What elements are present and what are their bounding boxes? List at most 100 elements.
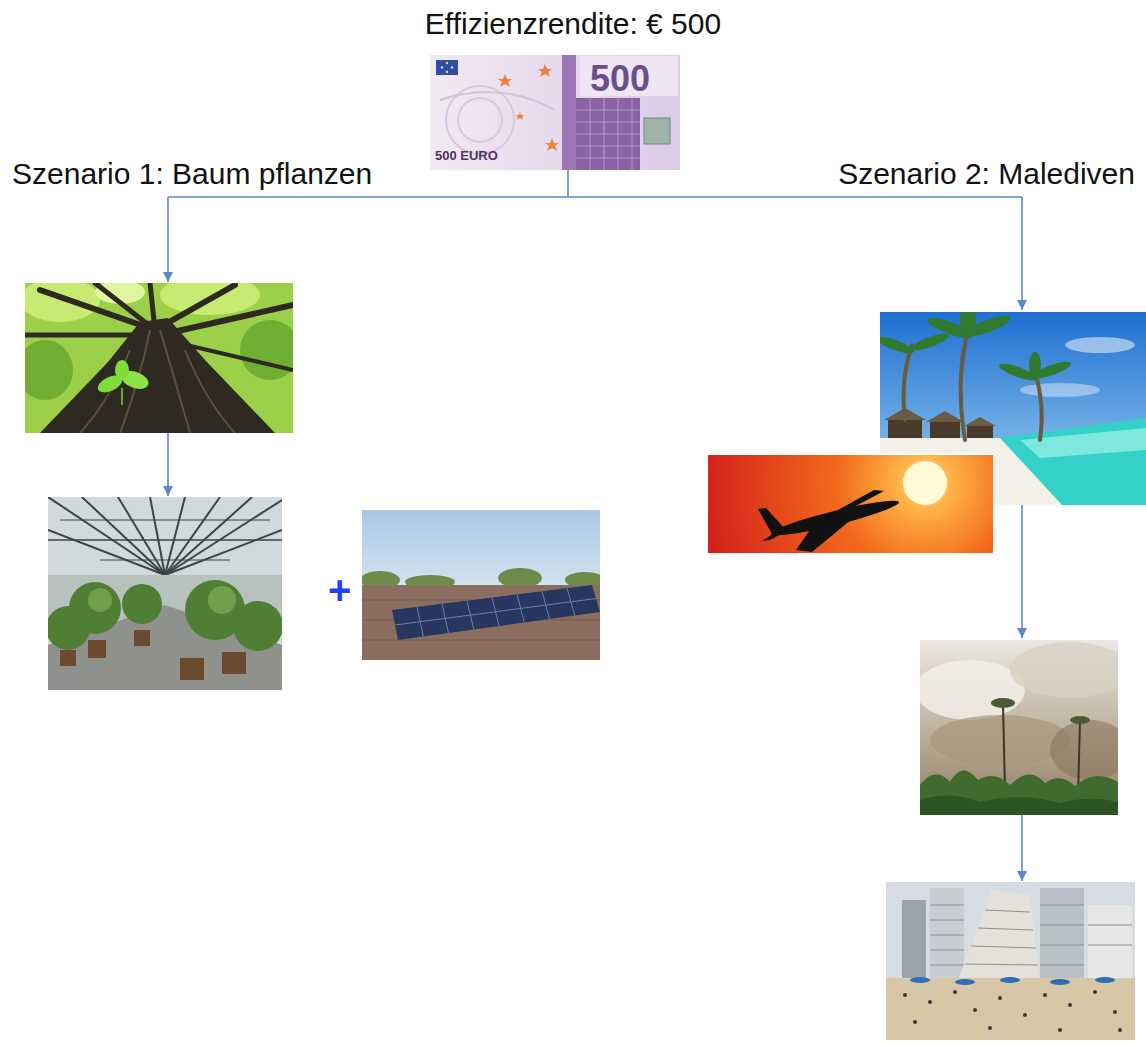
tree-photo <box>121 388 123 405</box>
greenhouse-photo <box>48 530 165 575</box>
tree-photo <box>25 340 73 400</box>
hotel-beach-photo <box>886 978 1135 1040</box>
banknote-photo <box>576 122 640 123</box>
forest-fire-photo <box>920 640 1118 815</box>
greenhouse-photo <box>82 497 165 575</box>
forest-fire-photo <box>920 660 1025 720</box>
hotel-beach-photo <box>978 928 1033 930</box>
flow-arrows <box>168 170 1022 881</box>
diagram-title: Effizienzrendite: € 500 <box>425 6 721 42</box>
hotel-beach-photo <box>930 920 964 921</box>
beach-photo <box>909 330 950 353</box>
hotel-beach-photo <box>1040 965 1084 966</box>
beach-photo <box>1029 352 1041 378</box>
hotel-beach-photo <box>1068 1003 1072 1007</box>
banknote-photo <box>446 71 448 73</box>
beach-photo <box>888 420 993 438</box>
flow-arrows <box>167 433 169 496</box>
hotel-beach-photo <box>930 888 964 980</box>
airplane-photo <box>903 461 947 505</box>
beach-photo <box>904 345 912 420</box>
flow-arrows <box>1021 505 1023 638</box>
greenhouse-photo <box>48 497 282 690</box>
solar-panel-photo <box>395 588 596 636</box>
banknote-photo <box>576 146 640 147</box>
tree-photo <box>80 330 235 433</box>
hotel-beach-photo <box>886 882 1135 1040</box>
banknote-photo <box>604 98 605 170</box>
airplane-photo <box>758 508 786 534</box>
banknote-photo <box>576 158 640 159</box>
banknote-photo <box>545 138 559 151</box>
forest-fire-photo <box>1010 642 1118 698</box>
hotel-beach-photo <box>930 935 964 936</box>
banknote-photo <box>562 55 576 170</box>
hotel-beach-photo <box>930 905 964 906</box>
airplane-photo <box>796 514 858 552</box>
hotel-beach-photo <box>965 964 1038 965</box>
hotel-beach-photo <box>910 977 930 983</box>
hotel-beach-photo <box>930 905 1132 965</box>
beach-photo <box>964 417 996 426</box>
forest-fire-photo <box>1003 705 1005 790</box>
solar-panel-photo <box>362 640 600 641</box>
tree-photo <box>160 305 293 335</box>
hotel-beach-photo <box>1040 905 1084 906</box>
beach-photo <box>1020 383 1100 397</box>
flow-arrows <box>1021 815 1023 881</box>
greenhouse-photo <box>165 497 252 575</box>
banknote-photo <box>441 66 443 68</box>
hotel-beach-photo <box>1000 977 1020 983</box>
hotel-beach-photo <box>1113 1010 1117 1014</box>
airplane-photo <box>708 453 993 455</box>
hotel-beach-photo <box>1050 979 1070 985</box>
hotel-beach-photo <box>1118 1028 1122 1032</box>
greenhouse-photo <box>48 497 165 575</box>
solar-panel-photo <box>392 585 600 640</box>
banknote-photo <box>436 60 458 75</box>
forest-fire-photo <box>1070 716 1090 724</box>
hotel-beach-photo <box>913 1020 917 1024</box>
forest-fire-photo <box>1050 720 1118 780</box>
beach-photo <box>904 330 1042 440</box>
banknote-photo <box>644 118 670 144</box>
hotel-beach-photo <box>988 1026 992 1030</box>
airplane-photo <box>762 528 792 541</box>
hotel-beach-photo <box>902 900 926 980</box>
greenhouse-photo <box>134 630 150 646</box>
hotel-beach-photo <box>930 965 964 966</box>
hotel-beach-photo <box>930 950 964 951</box>
hotel-beach-photo <box>1040 945 1084 946</box>
greenhouse-photo <box>88 640 106 658</box>
banknote-photo <box>430 55 680 170</box>
airplane-photo <box>708 453 993 553</box>
banknote-photo <box>440 92 555 110</box>
banknote-value: 500 EURO <box>435 148 498 164</box>
banknote-photo <box>576 134 640 135</box>
tree-photo <box>25 283 100 322</box>
banknote-photo <box>576 98 640 170</box>
airplane-photo <box>816 524 835 536</box>
hotel-beach-photo <box>1088 945 1132 946</box>
tree-photo <box>115 360 129 380</box>
greenhouse-photo <box>88 588 112 612</box>
beach-photo <box>930 422 960 438</box>
greenhouse-photo <box>208 586 236 614</box>
banknote-photo <box>458 98 502 142</box>
hotel-beach-photo <box>903 993 907 997</box>
hotel-beach-photo <box>971 946 1036 948</box>
hotel-beach-photo <box>1043 993 1047 997</box>
hotel-beach-photo <box>973 1008 977 1012</box>
tree-photo <box>40 318 275 433</box>
greenhouse-photo <box>60 650 76 666</box>
flow-arrows <box>1021 197 1023 310</box>
hotel-beach-photo <box>910 977 1115 985</box>
tree-photo <box>160 330 190 433</box>
tree-photo <box>40 290 155 330</box>
greenhouse-photo <box>60 520 270 521</box>
solar-panel-photo <box>362 585 600 660</box>
greenhouse-photo <box>165 530 282 575</box>
greenhouse-photo <box>69 582 121 634</box>
greenhouse-photo <box>233 601 282 651</box>
